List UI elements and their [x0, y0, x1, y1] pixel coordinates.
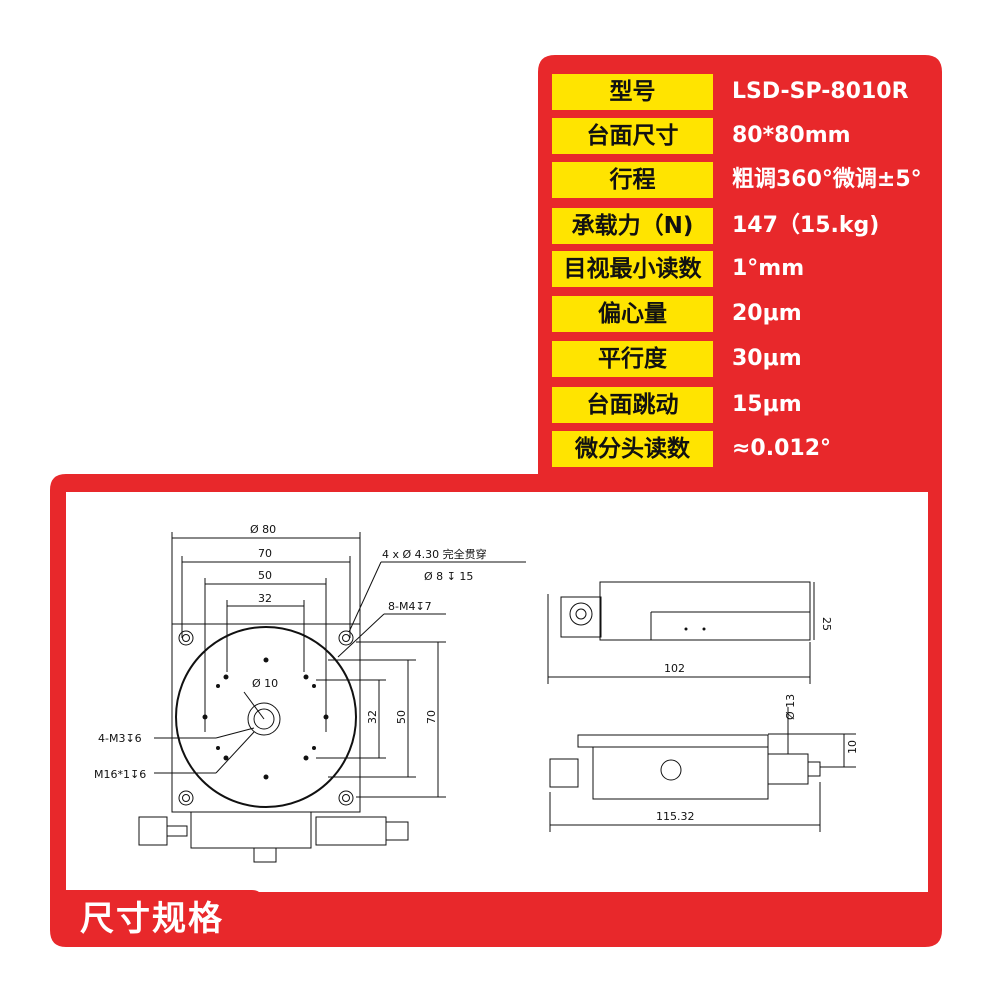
- spec-row-micrometer: 微分头读数 ≈0.012°: [552, 431, 937, 467]
- front-view-ball: [660, 759, 682, 781]
- spec-value: 20μm: [732, 301, 802, 326]
- spec-value: 粗调360°微调±5°: [732, 167, 922, 192]
- leader-m4: [337, 613, 385, 658]
- spec-row-model: 型号 LSD-SP-8010R: [552, 74, 937, 110]
- side-view-knob-housing: [560, 596, 602, 638]
- m4-hole: [202, 714, 208, 720]
- m4-hole: [323, 714, 329, 720]
- micrometer-thimble: [385, 821, 409, 841]
- side-view-knob-outer: [569, 602, 593, 626]
- dim-label-v50: 50: [395, 710, 408, 724]
- corner-hole: [342, 794, 350, 802]
- spec-row-min-reading: 目视最小读数 1°mm: [552, 251, 937, 287]
- spec-label: 台面跳动: [552, 387, 713, 423]
- spec-value: 147（15.kg): [732, 213, 880, 238]
- m4-hole: [263, 774, 269, 780]
- corner-hole: [178, 790, 194, 806]
- center-bore-inner: [253, 708, 275, 730]
- note-m16: M16*1↧6: [94, 768, 146, 781]
- m4-hole: [263, 657, 269, 663]
- spec-label: 偏心量: [552, 296, 713, 332]
- knob-stem: [166, 825, 188, 837]
- corner-hole: [178, 630, 194, 646]
- spec-row-runout: 台面跳动 15μm: [552, 387, 937, 423]
- housing-block: [190, 811, 312, 849]
- side-view-knob-inner: [575, 608, 587, 620]
- spec-label: 微分头读数: [552, 431, 713, 467]
- m4-hole: [223, 674, 229, 680]
- m4-hole: [223, 755, 229, 761]
- spec-value: 80*80mm: [732, 123, 851, 148]
- dim-label-v32: 32: [366, 710, 379, 724]
- dim-label-70: 70: [258, 547, 272, 560]
- front-view-spindle: [807, 761, 821, 777]
- dim-label-102: 102: [664, 662, 685, 675]
- spec-value: LSD-SP-8010R: [732, 79, 909, 104]
- front-view-plate: [577, 734, 769, 748]
- note-m4: 8-M4↧7: [388, 600, 432, 613]
- leader-holes: [348, 561, 382, 633]
- spec-value: 1°mm: [732, 256, 805, 281]
- dim-label-25: 25: [820, 617, 833, 631]
- center-bore-outer: [247, 702, 281, 736]
- m3-hole: [312, 684, 316, 688]
- lock-knob: [138, 816, 168, 846]
- corner-hole: [182, 634, 190, 642]
- front-view-knob: [549, 758, 579, 788]
- dim-label-d80: Ø 80: [250, 523, 276, 536]
- dim-label-d10: Ø 10: [252, 677, 278, 690]
- dim-label-115: 115.32: [656, 810, 695, 823]
- dim-label-10: 10: [846, 740, 859, 754]
- spec-value: 15μm: [732, 392, 802, 417]
- spec-row-load: 承载力（N) 147（15.kg): [552, 208, 937, 244]
- spec-row-parallelism: 平行度 30μm: [552, 341, 937, 377]
- corner-hole: [338, 630, 354, 646]
- section-title: 尺寸规格: [80, 899, 224, 939]
- bottom-knob: [253, 847, 277, 863]
- dim-label-32: 32: [258, 592, 272, 605]
- spec-row-table-size: 台面尺寸 80*80mm: [552, 118, 937, 154]
- dim-label-50: 50: [258, 569, 272, 582]
- stage-base-outline: [171, 623, 361, 813]
- side-view-hole: [684, 627, 688, 631]
- spec-value: ≈0.012°: [732, 436, 832, 461]
- note-through-holes: 4 x Ø 4.30 完全贯穿: [382, 547, 487, 561]
- spec-row-eccentricity: 偏心量 20μm: [552, 296, 937, 332]
- m4-hole: [303, 674, 309, 680]
- spec-label: 目视最小读数: [552, 251, 713, 287]
- leader-d10: [243, 691, 265, 720]
- spec-value: 30μm: [732, 346, 802, 371]
- corner-hole: [182, 794, 190, 802]
- corner-hole: [338, 790, 354, 806]
- m4-hole: [303, 755, 309, 761]
- spec-label: 行程: [552, 162, 713, 198]
- front-view-micrometer: [767, 753, 809, 785]
- micrometer-body: [315, 816, 387, 846]
- spec-row-travel: 行程 粗调360°微调±5°: [552, 162, 937, 198]
- footer-tab-shape: [66, 890, 262, 942]
- note-m3: 4-M3↧6: [98, 732, 142, 745]
- dim-label-v70: 70: [425, 710, 438, 724]
- spec-label: 台面尺寸: [552, 118, 713, 154]
- spec-label: 承载力（N): [552, 208, 713, 244]
- corner-hole: [342, 634, 350, 642]
- note-counterbore: Ø 8 ↧ 15: [424, 570, 473, 583]
- dim-label-d13: Ø 13: [784, 694, 797, 720]
- spec-label: 型号: [552, 74, 713, 110]
- rotary-table-outline: [175, 626, 357, 808]
- m3-hole: [216, 684, 220, 688]
- side-view-top-plate: [599, 581, 811, 641]
- technical-drawing: Ø 80 70 50 32 4 x Ø 4.30 完全贯穿 Ø 8 ↧ 15 8…: [94, 523, 859, 863]
- side-view-hole: [702, 627, 706, 631]
- m3-hole: [216, 746, 220, 750]
- m3-hole: [312, 746, 316, 750]
- spec-label: 平行度: [552, 341, 713, 377]
